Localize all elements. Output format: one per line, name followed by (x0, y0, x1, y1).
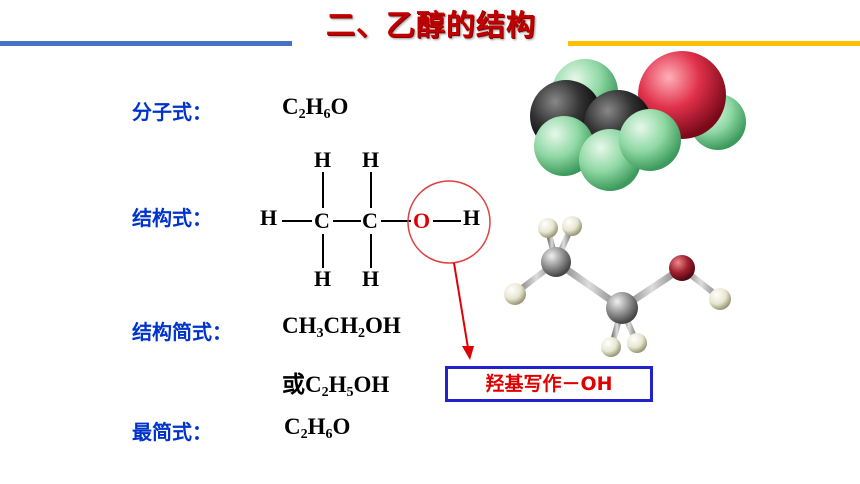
empirical-formula: C2H6O (284, 414, 351, 442)
bond (322, 234, 324, 268)
header-bar-left (0, 41, 292, 46)
page-title: 二、乙醇的结构 (325, 8, 536, 42)
bond (370, 172, 372, 208)
empirical-formula-label: 最简式： (132, 420, 212, 444)
highlight-circle (407, 180, 491, 264)
atom-c2: C (362, 208, 378, 233)
atom-h-left: H (260, 205, 278, 230)
bond (381, 220, 411, 222)
arrow-head (462, 346, 474, 360)
header-bar-right (568, 41, 860, 46)
molecular-formula-label: 分子式： (132, 100, 212, 124)
atom-c1: C (314, 208, 330, 233)
bond (370, 234, 372, 268)
condensed-formula: CH3CH2OH (282, 313, 401, 341)
space-filling-model (530, 51, 746, 191)
atom-oxygen: O (413, 208, 431, 233)
atom-h-right: H (463, 205, 481, 230)
atom-h-top1: H (314, 147, 332, 172)
molecular-formula: C2H6O (282, 94, 349, 122)
arrow-line (453, 262, 469, 349)
condensed-formula-alt: 或C2H5OH (282, 372, 390, 400)
bond (333, 220, 361, 222)
atom-h-bot1: H (314, 266, 332, 291)
atom-h-top2: H (362, 147, 380, 172)
bond (433, 220, 461, 222)
bond (322, 172, 324, 208)
structural-formula-label: 结构式： (132, 206, 212, 230)
condensed-formula-label: 结构简式： (132, 320, 232, 344)
hydroxyl-note: 羟基写作－OH (445, 366, 653, 402)
atom-h-bot2: H (362, 266, 380, 291)
ball-and-stick-model (504, 216, 731, 357)
bond (282, 220, 312, 222)
